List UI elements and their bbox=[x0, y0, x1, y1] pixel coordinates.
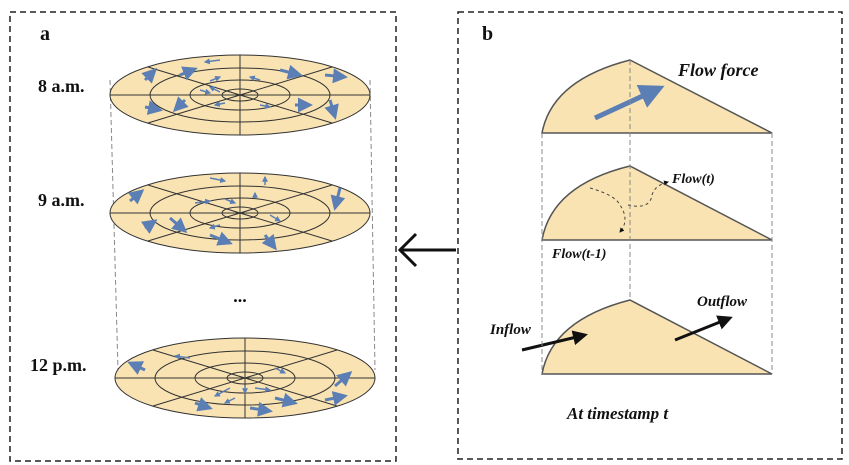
panel-a-frame bbox=[9, 11, 397, 462]
panel-a-letter: a bbox=[40, 23, 50, 45]
panel-b-frame bbox=[457, 11, 843, 460]
inflow-outflow-shape bbox=[521, 299, 773, 375]
disc-12pm bbox=[114, 337, 376, 419]
flow-t-label: Flow(t) bbox=[671, 172, 715, 187]
time-label-9am: 9 a.m. bbox=[38, 190, 85, 210]
disc-8am bbox=[109, 54, 371, 136]
timestamp-caption: At timestamp t bbox=[566, 404, 669, 423]
inflow-label: Inflow bbox=[489, 322, 532, 338]
time-label-8am: 8 a.m. bbox=[38, 76, 85, 96]
time-label-12pm: 12 p.m. bbox=[30, 355, 87, 375]
outflow-label: Outflow bbox=[697, 294, 748, 310]
flow-t-minus-1-label: Flow(t-1) bbox=[551, 247, 606, 262]
disc-guide-left bbox=[109, 79, 119, 371]
transfer-arrow bbox=[397, 232, 456, 268]
disc-guide-right bbox=[369, 79, 376, 371]
flow-temporal-shape bbox=[541, 165, 773, 241]
ellipsis: ... bbox=[233, 286, 247, 306]
disc-9am bbox=[109, 172, 371, 254]
panel-b-letter: b bbox=[482, 23, 493, 45]
flow-force-label: Flow force bbox=[677, 60, 759, 80]
